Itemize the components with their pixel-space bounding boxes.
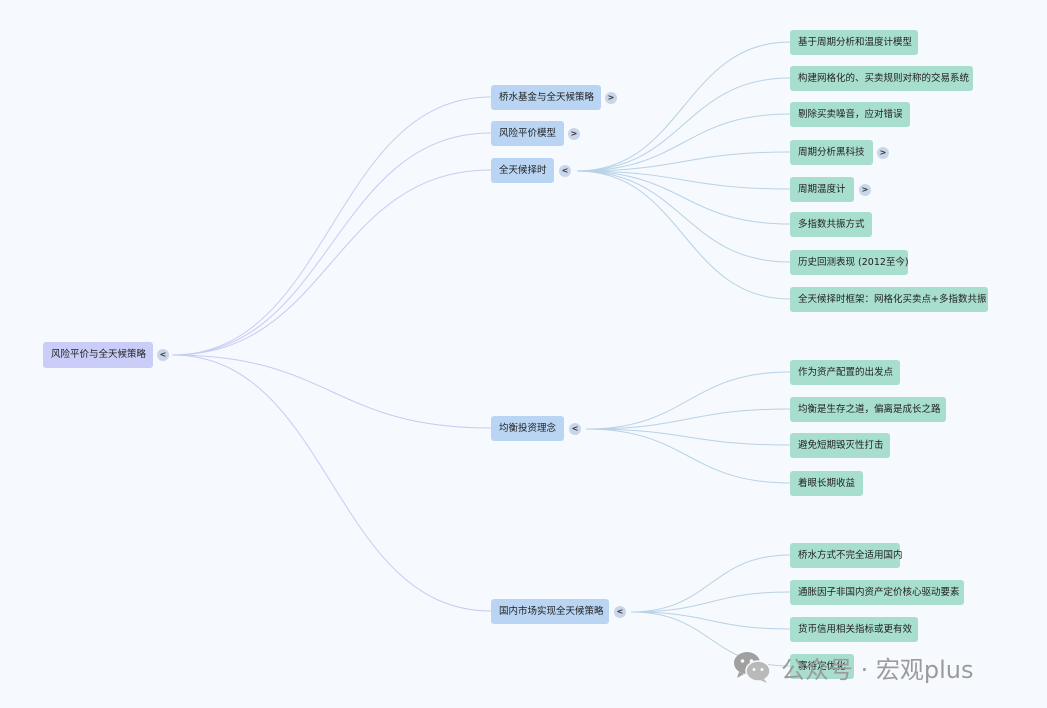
connector-line [576,77,791,172]
leaf-node[interactable]: 全天候择时框架：网格化买卖点+多指数共振 [790,287,988,312]
leaf-label: 多指数共振方式 [798,219,865,230]
leaf-node[interactable]: 桥水方式不完全适用国内 [790,543,903,568]
connector-line [576,151,791,172]
connector-line [576,113,791,172]
connector-line [576,41,791,172]
connector-line [576,170,791,263]
connector-line [171,354,492,429]
leaf-label: 历史回测表现 (2012至今) [798,257,909,268]
leaf-node[interactable]: 通胀因子非国内资产定价核心驱动要素 [790,580,964,605]
leaf-expand-toggle[interactable]: > [877,147,889,159]
leaf-node[interactable]: 历史回测表现 (2012至今) [790,250,909,275]
leaf-node[interactable]: 周期分析黑科技 [790,140,873,165]
connector-line [171,354,492,612]
leaf-label: 构建网格化的、买卖规则对称的交易系统 [798,73,970,84]
leaf-label: 作为资产配置的出发点 [798,367,894,378]
leaf-node[interactable]: 寡待定优化 [790,654,854,679]
wechat-icon [734,652,771,683]
leaf-node[interactable]: 基于周期分析和温度计模型 [790,30,918,55]
branch-node-domestic-market[interactable]: 国内市场实现全天候策略 [491,599,609,624]
branch-label: 桥水基金与全天候策略 [499,92,595,103]
leaf-node[interactable]: 着眼长期收益 [790,471,863,496]
leaf-node[interactable]: 剔除买卖噪音，应对错误 [790,102,910,127]
leaf-node[interactable]: 货币信用相关指标或更有效 [790,617,918,642]
connector-line [630,591,791,613]
connector-line [630,554,791,613]
connector-line [171,96,492,356]
connector-line [576,170,791,190]
leaf-label: 均衡是生存之道，偏离是成长之路 [798,404,941,415]
leaf-label: 全天候择时框架：网格化买卖点+多指数共振 [798,294,987,305]
connector-line [576,170,791,300]
watermark: 公众号 · 宏观plus [733,650,974,684]
branch-label: 风险平价模型 [499,128,557,139]
connector-line [630,611,791,630]
branch-collapse-toggle[interactable]: < [614,606,626,618]
branch-node-all-weather-timing[interactable]: 全天候择时 [491,158,554,183]
root-label: 风险平价与全天候策略 [51,349,147,360]
leaf-label: 通胀因子非国内资产定价核心驱动要素 [798,587,960,598]
connector-line [585,408,791,430]
branch-node-bridgewater[interactable]: 桥水基金与全天候策略 [491,85,601,110]
root-collapse-toggle[interactable]: < [157,349,169,361]
root-node[interactable]: 风险平价与全天候策略 [43,342,153,368]
branch-node-balanced-investing[interactable]: 均衡投资理念 [491,416,564,441]
branch-node-risk-parity[interactable]: 风险平价模型 [491,121,564,146]
branch-label: 均衡投资理念 [499,423,557,434]
leaf-label: 桥水方式不完全适用国内 [798,550,903,561]
leaf-node[interactable]: 多指数共振方式 [790,212,872,237]
leaf-label: 避免短期毁灭性打击 [798,440,884,451]
connector-line [171,132,492,356]
leaf-label: 着眼长期收益 [798,478,856,489]
leaf-label: 基于周期分析和温度计模型 [798,37,913,48]
leaf-label: 货币信用相关指标或更有效 [798,624,913,635]
branch-collapse-toggle[interactable]: < [559,165,571,177]
leaf-node[interactable]: 构建网格化的、买卖规则对称的交易系统 [790,66,973,91]
connector-line [585,428,791,446]
leaf-node[interactable]: 避免短期毁灭性打击 [790,433,890,458]
connector-line [585,428,791,484]
branch-expand-toggle[interactable]: > [568,128,580,140]
connector-line [585,371,791,430]
leaf-label: 剔除买卖噪音，应对错误 [798,109,903,120]
branch-label: 全天候择时 [499,165,547,176]
leaf-label: 寡待定优化 [798,661,846,672]
leaf-node[interactable]: 周期温度计 [790,177,854,202]
leaf-node[interactable]: 均衡是生存之道，偏离是成长之路 [790,397,946,422]
branch-label: 国内市场实现全天候策略 [499,606,604,617]
leaf-expand-toggle[interactable]: > [859,184,871,196]
leaf-label: 周期分析黑科技 [798,147,865,158]
connector-line [171,169,492,356]
connector-line [576,170,791,225]
branch-expand-toggle[interactable]: > [605,92,617,104]
branch-collapse-toggle[interactable]: < [569,423,581,435]
leaf-label: 周期温度计 [798,184,846,195]
watermark-text: 公众号 · 宏观plus [781,655,974,684]
leaf-node[interactable]: 作为资产配置的出发点 [790,360,900,385]
